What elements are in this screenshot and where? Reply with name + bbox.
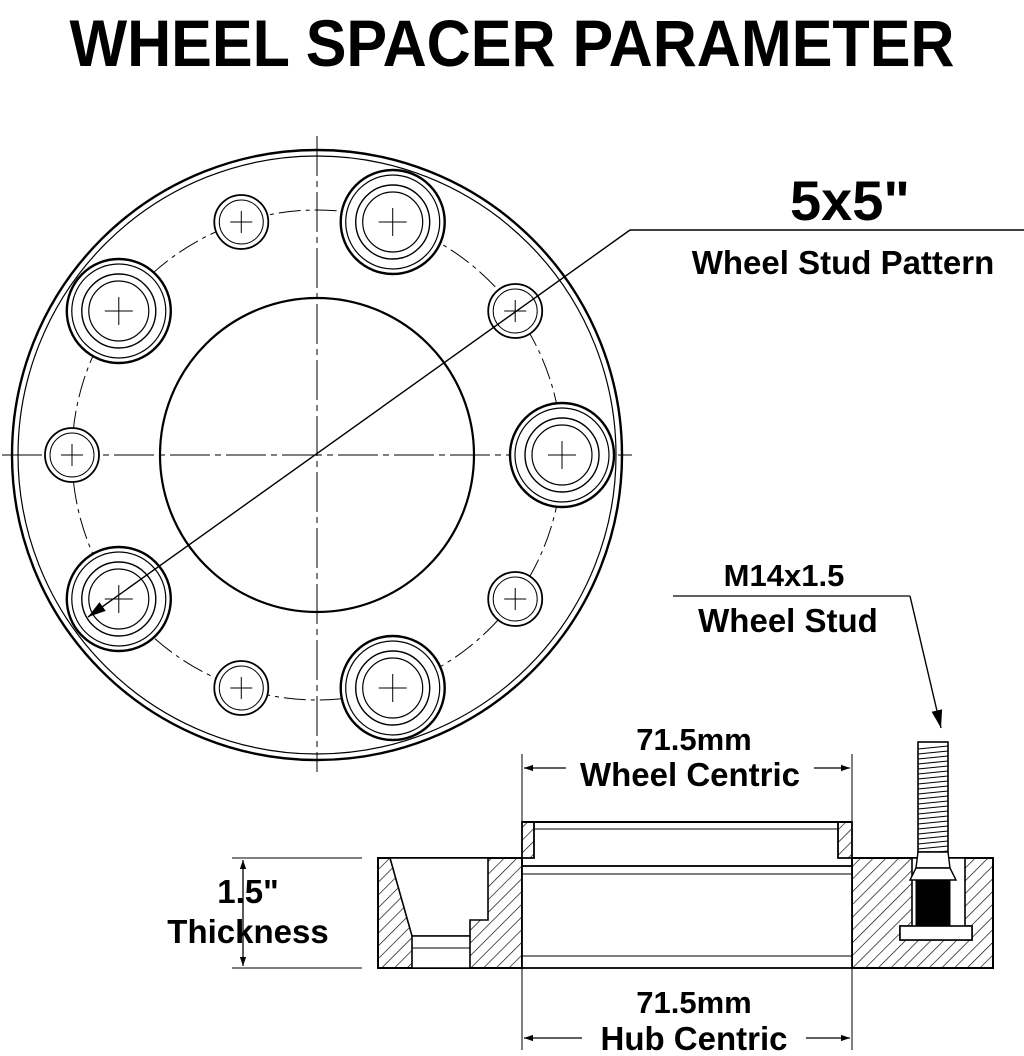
stud-hole bbox=[65, 257, 172, 365]
thickness-value: 1.5" bbox=[217, 873, 279, 910]
lug-clearance-hole bbox=[213, 660, 270, 716]
stud-thread bbox=[917, 845, 949, 850]
stud-thread bbox=[917, 830, 949, 835]
stud-thread bbox=[917, 790, 949, 795]
stud-thread bbox=[917, 795, 949, 800]
stud-thread bbox=[917, 820, 949, 825]
spacer-section-view bbox=[377, 741, 994, 969]
hub-centric-label-bg bbox=[582, 1024, 806, 1056]
page-title: WHEEL SPACER PARAMETER bbox=[70, 6, 955, 80]
stud-thread bbox=[917, 835, 949, 840]
thickness-label: Thickness bbox=[167, 913, 328, 950]
stud-neck bbox=[915, 851, 951, 869]
bolt-pattern-value: 5x5" bbox=[790, 169, 910, 232]
wheel-centric-label: Wheel Centric bbox=[580, 756, 800, 793]
hub-centric-value: 71.5mm bbox=[636, 985, 751, 1020]
lug-bore-cutout bbox=[411, 935, 471, 969]
stud-head bbox=[899, 925, 973, 941]
stud-thread bbox=[917, 745, 949, 750]
stud-thread bbox=[917, 815, 949, 820]
stud-shoulder bbox=[908, 867, 958, 881]
stud-size-value: M14x1.5 bbox=[724, 558, 845, 593]
stud-label: Wheel Stud bbox=[698, 602, 878, 639]
stud-thread bbox=[917, 785, 949, 790]
spacer-front-view bbox=[2, 136, 1024, 772]
stud-thread bbox=[917, 805, 949, 810]
hub-centric-label: Hub Centric bbox=[600, 1020, 787, 1056]
outer-rim bbox=[10, 148, 624, 762]
stud-thread bbox=[917, 810, 949, 815]
stud-thread bbox=[917, 755, 949, 760]
stud-knurl bbox=[915, 879, 951, 927]
wheel-centric-value: 71.5mm bbox=[636, 722, 751, 757]
stud-thread bbox=[917, 825, 949, 830]
stud-leader bbox=[909, 595, 943, 729]
center-bore bbox=[158, 296, 476, 614]
stud-thread bbox=[917, 770, 949, 775]
stud-thread bbox=[917, 760, 949, 765]
stud-thread bbox=[917, 750, 949, 755]
bolt-pattern-label: Wheel Stud Pattern bbox=[692, 244, 995, 281]
stud-thread bbox=[917, 780, 949, 785]
lug-clearance-hole bbox=[44, 427, 100, 483]
hub-lip-right bbox=[837, 821, 853, 859]
stud-hole bbox=[339, 634, 446, 742]
stud-thread bbox=[917, 800, 949, 805]
outer-rim-inner-edge bbox=[17, 155, 617, 755]
lug-clearance-hole bbox=[213, 194, 270, 250]
stud-thread bbox=[917, 765, 949, 770]
lug-clearance-hole bbox=[487, 571, 544, 627]
hub-lip-left bbox=[521, 821, 535, 859]
stud-hole bbox=[65, 545, 172, 653]
stud-thread bbox=[917, 840, 949, 845]
wheel-stud-section bbox=[899, 741, 973, 941]
center-bore-body bbox=[521, 865, 853, 969]
stud-hole bbox=[339, 168, 446, 276]
stud-thread bbox=[917, 775, 949, 780]
bolt-pattern-leader bbox=[87, 229, 631, 618]
wheel-centric-label-bg bbox=[566, 757, 814, 791]
stud-hole bbox=[508, 401, 616, 509]
lug-clearance-hole bbox=[487, 283, 544, 339]
